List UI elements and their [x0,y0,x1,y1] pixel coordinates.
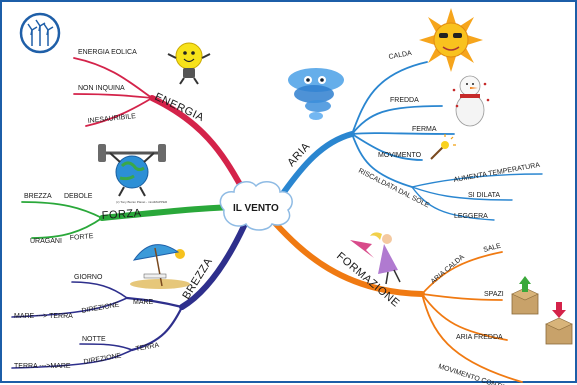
brezza-mare-direction-value: MARE ---> TERRA [14,313,73,320]
brezza-terra-label: TERRA [135,342,160,353]
aria-sub-leggera: LEGGERA [454,213,488,220]
brezza-mare-label: MARE [133,299,154,306]
branch-energia [73,57,245,191]
sun-icon [419,8,483,72]
beach-umbrella-icon [130,244,190,289]
aria-item-ferma: FERMA [412,126,437,133]
brezza-terra-notte: NOTTE [82,336,106,343]
box-down-icon [545,302,573,345]
branch-aria [281,61,543,221]
tornado-icon [288,68,344,120]
center-title: IL VENTO [233,203,279,214]
center-node: IL VENTO [219,181,293,231]
formazione-item-spazi: SPAZI [484,291,504,298]
formazione-item-movimento: MOVIMENTO CONTINUO [437,363,518,385]
formazione-item-sale: SALE [483,242,502,253]
credit-text: (c) Tony Buzan Planet - mindMAPPER [116,200,168,204]
windblown-woman-icon [350,232,401,285]
weightlifter-globe-icon: (c) Tony Buzan Planet - mindMAPPER [98,144,168,204]
sparkle-icon [430,134,456,160]
brezza-terra-direzione: DIREZIONE [83,352,122,366]
forza-title: FORZA [101,207,142,222]
forza-item-uragani: URAGANI [30,238,62,245]
aria-item-riscaldata: RISCALDATA DAL SOLE [357,168,430,210]
brezza-terra-direction-value: TERRA --->MARE [14,363,71,370]
formazione-item-aria-fredda: ARIA FREDDA [456,334,503,341]
wind-turbine-icon [19,12,61,54]
snowman-icon [452,75,490,127]
formazione-item-aria-calda: ARIA CALDA [430,253,466,285]
energia-item-2: NON INQUINA [78,85,125,92]
aria-sub-dilata: SI DILATA [468,192,500,199]
forza-item-debole: DEBOLE [64,193,93,200]
brezza-mare-giorno: GIORNO [74,274,103,281]
brezza-mare-direzione: DIREZIONE [81,301,120,315]
branch-brezza [11,223,247,369]
forza-item-brezza: BREZZA [24,193,52,200]
branch-formazione [271,219,523,383]
box-up-icon [511,276,539,315]
lightbulb-icon [167,42,211,85]
aria-item-movimento: MOVIMENTO [378,152,422,159]
energia-item-3: INESAURIBILE [87,113,136,125]
aria-item-fredda: FREDDA [390,97,419,104]
energia-item-1: ENERGIA EOLICA [78,49,137,56]
forza-item-forte: FORTE [70,233,94,242]
energia-title: ENERGIA [153,91,206,124]
aria-item-calda: CALDA [388,50,413,61]
aria-sub-aumenta: AUMENTA TEMPERATURA [453,162,541,184]
